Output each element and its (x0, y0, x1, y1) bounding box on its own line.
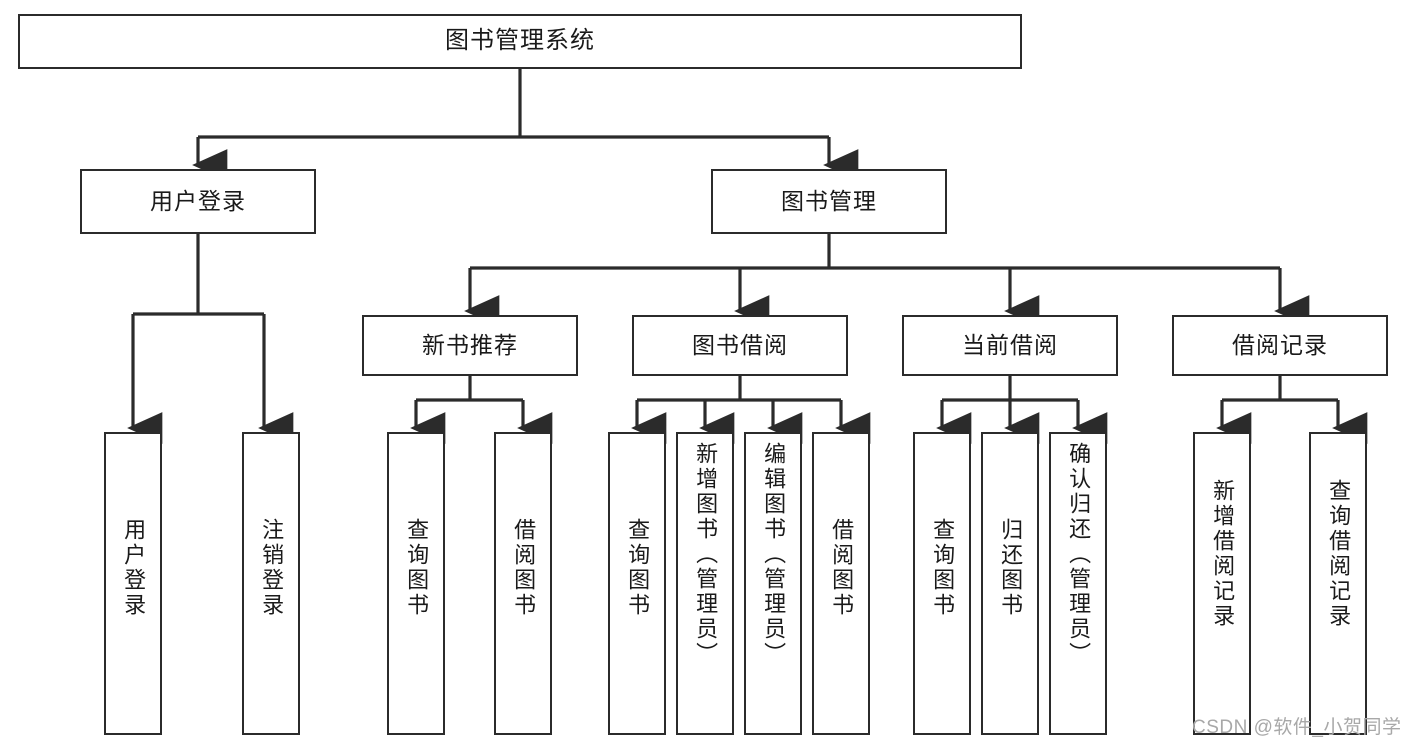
node-root[interactable]: 图书管理系统 (18, 14, 1022, 69)
node-root-label: 图书管理系统 (445, 27, 595, 55)
node-leaf-logout-login[interactable]: 注销登录 (242, 432, 300, 735)
node-book-borrow-label: 图书借阅 (692, 331, 788, 358)
node-new-book-recommend[interactable]: 新书推荐 (362, 315, 578, 376)
node-leaf-edit-book[interactable]: 编辑图书（管理员） (744, 432, 802, 735)
node-leaf-return-book[interactable]: 归还图书 (981, 432, 1039, 735)
node-leaf-user-login[interactable]: 用户登录 (104, 432, 162, 735)
node-user-login[interactable]: 用户登录 (80, 169, 316, 234)
node-leaf-query-book-2[interactable]: 查询图书 (608, 432, 666, 735)
node-leaf-add-book-label: 新增图书（管理员） (693, 442, 719, 667)
node-borrow-record[interactable]: 借阅记录 (1172, 315, 1388, 376)
node-leaf-return-book-label: 归还图书 (998, 518, 1024, 618)
node-leaf-confirm-return[interactable]: 确认归还（管理员） (1049, 432, 1107, 735)
node-leaf-borrow-book-1-label: 借阅图书 (511, 518, 537, 618)
node-leaf-query-book-3-label: 查询图书 (930, 518, 956, 618)
node-leaf-query-book-2-label: 查询图书 (625, 518, 651, 618)
node-leaf-query-book-1-label: 查询图书 (404, 518, 430, 618)
node-borrow-record-label: 借阅记录 (1232, 331, 1328, 358)
node-leaf-add-book[interactable]: 新增图书（管理员） (676, 432, 734, 735)
node-leaf-user-login-label: 用户登录 (121, 518, 147, 618)
node-leaf-logout-login-label: 注销登录 (259, 518, 285, 618)
node-book-borrow[interactable]: 图书借阅 (632, 315, 848, 376)
node-leaf-query-book-3[interactable]: 查询图书 (913, 432, 971, 735)
node-leaf-add-record-label: 新增借阅记录 (1210, 479, 1236, 629)
node-current-borrow-label: 当前借阅 (962, 331, 1058, 358)
watermark: CSDN @软件_小贺同学 (1192, 717, 1402, 738)
node-leaf-borrow-book-2-label: 借阅图书 (829, 518, 855, 618)
node-leaf-query-book-1[interactable]: 查询图书 (387, 432, 445, 735)
node-new-book-recommend-label: 新书推荐 (422, 331, 518, 358)
node-leaf-borrow-book-2[interactable]: 借阅图书 (812, 432, 870, 735)
node-leaf-query-record-label: 查询借阅记录 (1326, 479, 1352, 629)
node-book-management-label: 图书管理 (781, 187, 877, 214)
node-leaf-borrow-book-1[interactable]: 借阅图书 (494, 432, 552, 735)
node-current-borrow[interactable]: 当前借阅 (902, 315, 1118, 376)
node-leaf-add-record[interactable]: 新增借阅记录 (1193, 432, 1251, 735)
node-book-management[interactable]: 图书管理 (711, 169, 947, 234)
node-leaf-edit-book-label: 编辑图书（管理员） (761, 442, 787, 667)
node-leaf-confirm-return-label: 确认归还（管理员） (1066, 442, 1092, 667)
node-user-login-label: 用户登录 (150, 187, 246, 214)
node-leaf-query-record[interactable]: 查询借阅记录 (1309, 432, 1367, 735)
